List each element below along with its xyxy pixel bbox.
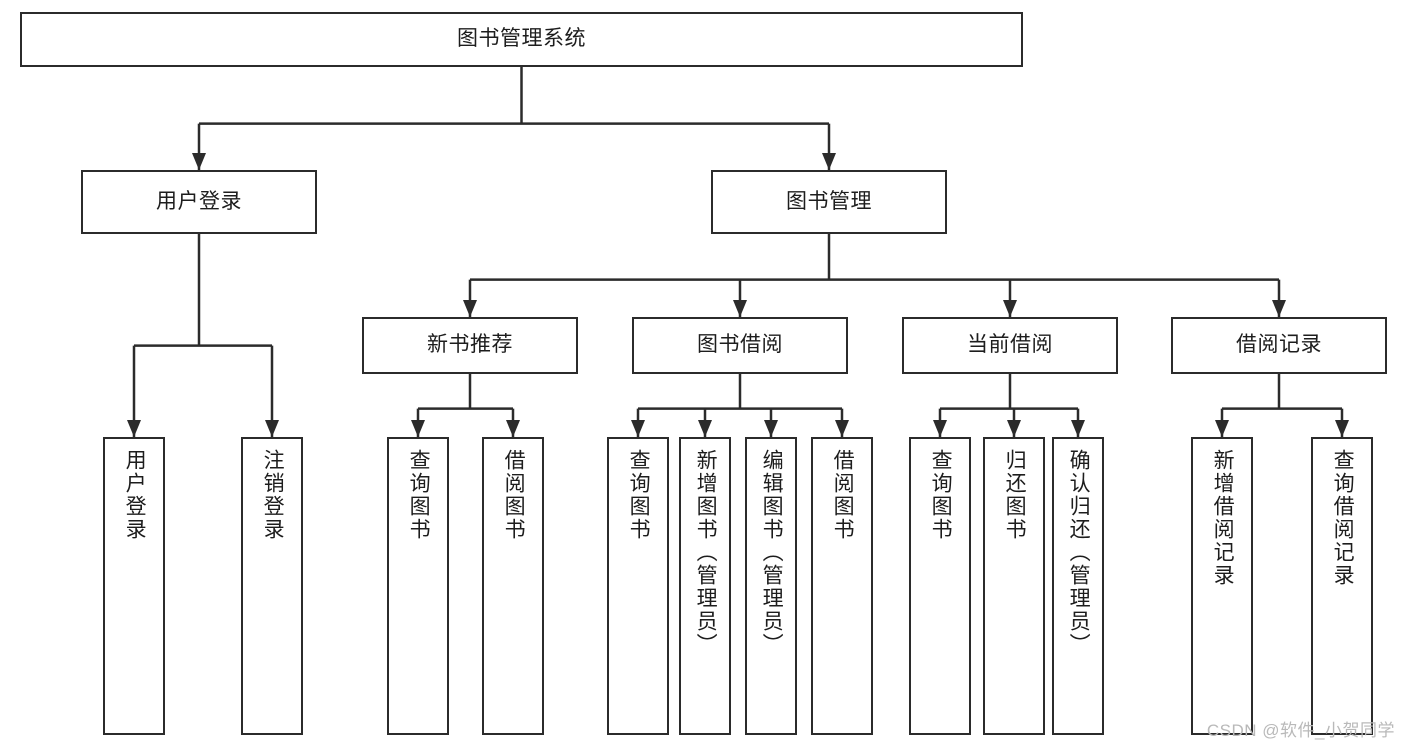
arrow-head-icon <box>127 420 141 437</box>
arrow-head-icon <box>1272 300 1286 317</box>
node-borrow-record[interactable]: 借阅记录 <box>1171 317 1387 374</box>
node-label: 归还图书 <box>1003 449 1027 541</box>
node-label: 新书推荐 <box>427 333 513 357</box>
arrow-head-icon <box>631 420 645 437</box>
arrow-head-icon <box>1215 420 1229 437</box>
node-new-book-rec[interactable]: 新书推荐 <box>362 317 578 374</box>
arrow-head-icon <box>1007 420 1021 437</box>
node-label: 新增借阅记录 <box>1211 449 1235 587</box>
node-leaf-query-record[interactable]: 查询借阅记录 <box>1311 437 1373 735</box>
node-leaf-confirm-return[interactable]: 确认归还（管理员） <box>1052 437 1104 735</box>
arrow-head-icon <box>764 420 778 437</box>
node-label: 编辑图书（管理员） <box>760 449 784 656</box>
arrow-head-icon <box>733 300 747 317</box>
node-leaf-borrow-book-2[interactable]: 借阅图书 <box>811 437 873 735</box>
arrow-head-icon <box>1335 420 1349 437</box>
node-label: 图书管理 <box>786 189 872 213</box>
node-label: 查询图书 <box>627 449 651 541</box>
node-leaf-query-book-3[interactable]: 查询图书 <box>909 437 971 735</box>
node-label: 查询借阅记录 <box>1331 449 1355 587</box>
node-book-borrow[interactable]: 图书借阅 <box>632 317 848 374</box>
node-label: 图书借阅 <box>697 333 783 357</box>
arrow-head-icon <box>265 420 279 437</box>
node-label: 借阅图书 <box>831 449 855 541</box>
node-leaf-edit-book[interactable]: 编辑图书（管理员） <box>745 437 797 735</box>
arrow-head-icon <box>698 420 712 437</box>
node-root[interactable]: 图书管理系统 <box>20 12 1023 67</box>
node-leaf-user-logout[interactable]: 注销登录 <box>241 437 303 735</box>
arrow-head-icon <box>822 153 836 170</box>
node-book-manage[interactable]: 图书管理 <box>711 170 947 234</box>
node-label: 用户登录 <box>123 449 147 541</box>
node-label: 确认归还（管理员） <box>1067 449 1091 656</box>
node-label: 图书管理系统 <box>457 27 586 51</box>
node-user-login[interactable]: 用户登录 <box>81 170 317 234</box>
arrow-head-icon <box>506 420 520 437</box>
node-label: 借阅图书 <box>502 449 526 541</box>
node-label: 当前借阅 <box>967 333 1053 357</box>
node-label: 借阅记录 <box>1236 333 1322 357</box>
arrow-head-icon <box>192 153 206 170</box>
node-leaf-query-book-1[interactable]: 查询图书 <box>387 437 449 735</box>
arrow-head-icon <box>1003 300 1017 317</box>
arrow-head-icon <box>463 300 477 317</box>
node-label: 注销登录 <box>261 449 285 541</box>
arrow-head-icon <box>835 420 849 437</box>
arrow-head-icon <box>933 420 947 437</box>
node-label: 新增图书（管理员） <box>694 449 718 656</box>
node-leaf-user-login[interactable]: 用户登录 <box>103 437 165 735</box>
node-label: 用户登录 <box>156 189 242 213</box>
node-current-borrow[interactable]: 当前借阅 <box>902 317 1118 374</box>
arrow-head-icon <box>411 420 425 437</box>
arrow-head-icon <box>1071 420 1085 437</box>
node-leaf-add-book[interactable]: 新增图书（管理员） <box>679 437 731 735</box>
node-label: 查询图书 <box>407 449 431 541</box>
node-leaf-query-book-2[interactable]: 查询图书 <box>607 437 669 735</box>
node-leaf-add-record[interactable]: 新增借阅记录 <box>1191 437 1253 735</box>
node-leaf-return-book[interactable]: 归还图书 <box>983 437 1045 735</box>
node-leaf-borrow-book-1[interactable]: 借阅图书 <box>482 437 544 735</box>
node-label: 查询图书 <box>929 449 953 541</box>
watermark: CSDN @软件_小贺同学 <box>1206 721 1395 740</box>
